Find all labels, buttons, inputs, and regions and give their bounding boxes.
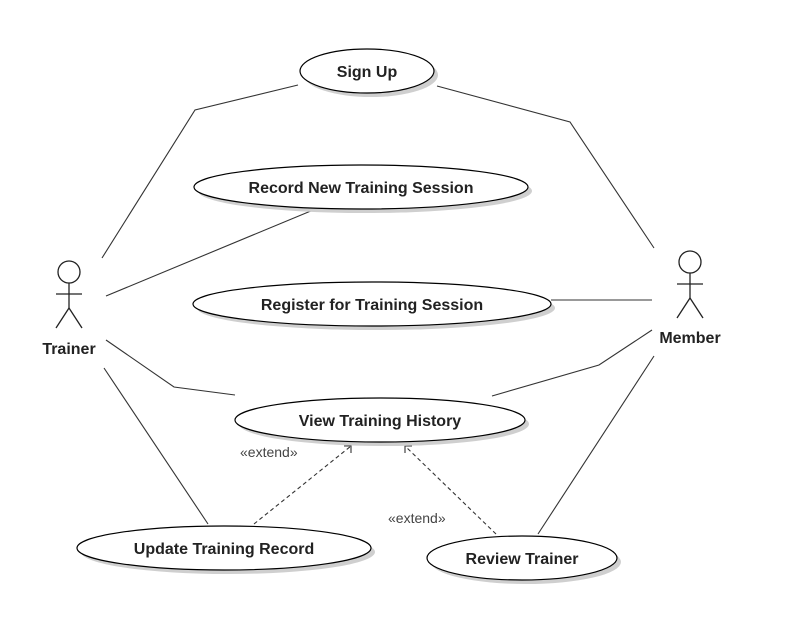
- actor-figure-icon: [676, 250, 704, 319]
- extend-arrowhead-left: [344, 445, 352, 453]
- extend-label-review: «extend»: [388, 510, 446, 526]
- assoc-trainer-record-new-training-session: [105, 207, 319, 297]
- use-case-label: Update Training Record: [134, 541, 314, 558]
- assoc-trainer-update-training-record: [103, 367, 209, 525]
- assoc-member-review-trainer: [537, 355, 655, 535]
- assoc-trainer-sign-up: [101, 84, 299, 259]
- use-case-register-for-training-session[interactable]: Register for Training Session: [192, 281, 555, 330]
- use-case-sign-up[interactable]: Sign Up: [299, 48, 438, 97]
- actor-trainer[interactable]: Trainer: [42, 260, 96, 358]
- use-case-view-training-history[interactable]: View Training History: [234, 397, 529, 446]
- use-case-record-new-training-session[interactable]: Record New Training Session: [193, 164, 532, 213]
- extend-review-trainer-to-view-training-history: [404, 445, 497, 535]
- extend-label-update: «extend»: [240, 444, 298, 460]
- actor-member[interactable]: Member: [659, 250, 721, 347]
- assoc-member-view-training-history: [491, 329, 653, 397]
- actor-figure-icon: [55, 260, 83, 329]
- use-case-label: Sign Up: [337, 64, 398, 81]
- use-case-review-trainer[interactable]: Review Trainer: [426, 535, 621, 584]
- use-case-label: View Training History: [299, 413, 462, 430]
- assoc-trainer-view-training-history: [105, 339, 236, 396]
- use-case-label: Review Trainer: [466, 551, 579, 568]
- use-case-label: Register for Training Session: [261, 297, 483, 314]
- assoc-member-sign-up: [436, 85, 655, 249]
- use-case-update-training-record[interactable]: Update Training Record: [76, 525, 375, 574]
- actor-label: Trainer: [42, 341, 95, 358]
- actor-label: Member: [659, 330, 720, 347]
- extend-arrowhead-right: [404, 445, 412, 453]
- use-case-label: Record New Training Session: [249, 180, 474, 197]
